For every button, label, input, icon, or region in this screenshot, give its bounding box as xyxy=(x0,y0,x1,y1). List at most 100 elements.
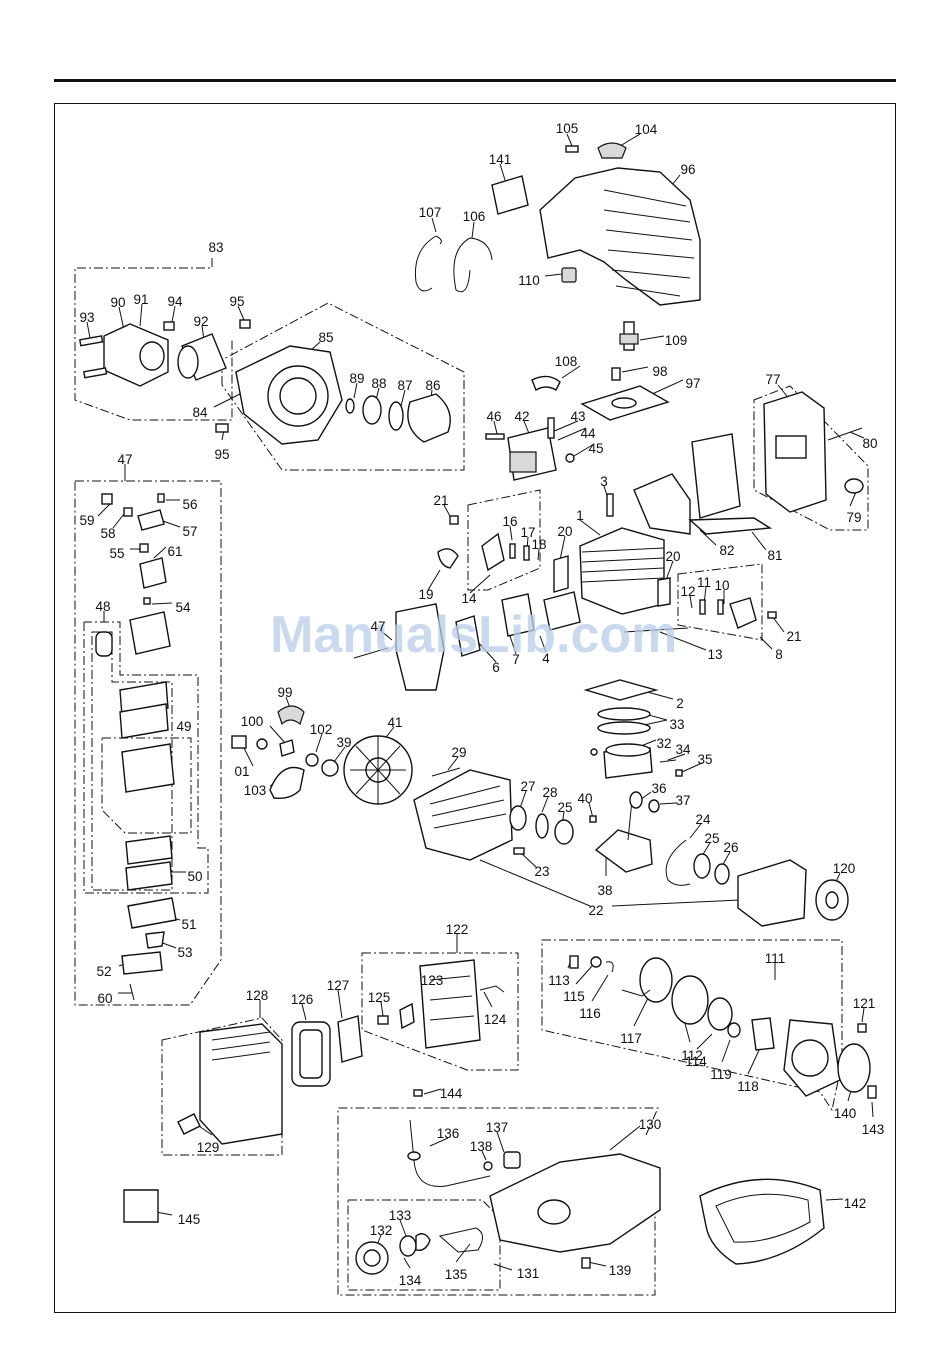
part-label-116: 116 xyxy=(579,1006,601,1021)
part-label-127: 127 xyxy=(327,978,350,993)
part-label-38: 38 xyxy=(597,883,612,898)
part-label-86: 86 xyxy=(425,378,440,393)
part-label-8: 8 xyxy=(775,647,783,662)
part-label-47: 47 xyxy=(117,452,132,467)
part-label-106: 106 xyxy=(463,209,486,224)
part-label-135: 135 xyxy=(445,1267,468,1282)
part-label-117: 117 xyxy=(620,1031,642,1046)
part-label-48: 48 xyxy=(95,599,110,614)
part-label-16: 16 xyxy=(502,514,517,529)
part-label-41: 41 xyxy=(387,715,402,730)
part-label-140: 140 xyxy=(834,1106,857,1121)
part-label-136: 136 xyxy=(437,1126,460,1141)
part-label-120: 120 xyxy=(833,861,856,876)
part-label-124: 124 xyxy=(484,1012,507,1027)
part-label-143: 143 xyxy=(862,1122,885,1137)
part-label-10: 10 xyxy=(714,578,729,593)
part-label-83: 83 xyxy=(208,240,223,255)
part-label-107: 107 xyxy=(419,205,442,220)
part-label-96: 96 xyxy=(680,162,695,177)
part-label-113: 113 xyxy=(548,973,570,988)
part-label-7: 7 xyxy=(512,652,520,667)
part-label-42: 42 xyxy=(514,409,529,424)
part-label-92: 92 xyxy=(193,314,208,329)
part-label-33: 33 xyxy=(669,717,684,732)
part-label-50: 50 xyxy=(187,869,202,884)
part-label-114: 114 xyxy=(685,1054,707,1069)
part-label-51: 51 xyxy=(181,917,196,932)
diagram-frame xyxy=(54,103,896,1313)
top-rule xyxy=(54,79,896,82)
part-label-79: 79 xyxy=(846,510,861,525)
part-label-131: 131 xyxy=(517,1266,540,1281)
part-label-91: 91 xyxy=(133,292,148,307)
part-shapes xyxy=(78,142,877,1275)
part-label-54: 54 xyxy=(175,600,191,615)
part-label-104: 104 xyxy=(635,122,658,137)
part-label-80: 80 xyxy=(862,436,877,451)
part-label-46: 46 xyxy=(486,409,501,424)
watermark: ManualsLib.com xyxy=(270,606,677,664)
part-label-61: 61 xyxy=(167,544,182,559)
part-label-24: 24 xyxy=(695,812,711,827)
part-label-36: 36 xyxy=(651,781,666,796)
part-label-121: 121 xyxy=(853,996,876,1011)
part-label-105: 105 xyxy=(556,121,579,136)
part-label-126: 126 xyxy=(291,992,314,1007)
part-label-21: 21 xyxy=(786,629,801,644)
engine-cover-shape xyxy=(539,167,701,306)
part-label-43: 43 xyxy=(570,409,585,424)
part-label-130: 130 xyxy=(639,1117,662,1132)
part-label-110: 110 xyxy=(518,273,540,288)
part-label-144: 144 xyxy=(440,1086,463,1101)
part-label-1: 1 xyxy=(576,508,584,523)
part-label-39: 39 xyxy=(336,735,351,750)
part-label-100: 100 xyxy=(241,714,264,729)
part-label-141: 141 xyxy=(489,152,512,167)
part-label-29: 29 xyxy=(451,745,466,760)
part-label-35: 35 xyxy=(697,752,712,767)
part-label-82: 82 xyxy=(719,543,734,558)
part-label-108: 108 xyxy=(555,354,578,369)
part-label-56: 56 xyxy=(182,497,197,512)
part-label-37: 37 xyxy=(675,793,690,808)
part-label-115: 115 xyxy=(563,989,585,1004)
part-label-98: 98 xyxy=(652,364,667,379)
part-label-77: 77 xyxy=(765,372,780,387)
part-label-47: 47 xyxy=(370,619,385,634)
part-label-93: 93 xyxy=(79,310,94,325)
part-label-23: 23 xyxy=(534,864,549,879)
part-label-01: 01 xyxy=(234,764,249,779)
part-label-87: 87 xyxy=(397,378,412,393)
part-label-44: 44 xyxy=(580,426,596,441)
part-label-142: 142 xyxy=(844,1196,867,1211)
part-label-97: 97 xyxy=(685,376,700,391)
part-label-118: 118 xyxy=(737,1079,759,1094)
part-label-111: 111 xyxy=(765,951,786,966)
part-label-21: 21 xyxy=(433,493,448,508)
part-label-12: 12 xyxy=(680,584,695,599)
part-label-103: 103 xyxy=(244,783,267,798)
part-label-85: 85 xyxy=(318,330,333,345)
part-label-58: 58 xyxy=(100,526,115,541)
part-label-137: 137 xyxy=(486,1120,509,1135)
part-label-128: 128 xyxy=(246,988,269,1003)
part-label-53: 53 xyxy=(177,945,192,960)
part-label-109: 109 xyxy=(665,333,688,348)
part-label-52: 52 xyxy=(96,964,111,979)
part-label-22: 22 xyxy=(588,903,603,918)
part-label-95: 95 xyxy=(229,294,244,309)
part-label-45: 45 xyxy=(588,441,603,456)
part-label-102: 102 xyxy=(310,722,333,737)
part-label-13: 13 xyxy=(707,647,722,662)
part-label-32: 32 xyxy=(656,736,671,751)
part-label-145: 145 xyxy=(178,1212,201,1227)
part-label-20: 20 xyxy=(557,524,572,539)
part-label-138: 138 xyxy=(470,1139,493,1154)
part-label-19: 19 xyxy=(418,587,433,602)
part-label-125: 125 xyxy=(368,990,391,1005)
part-label-94: 94 xyxy=(167,294,183,309)
part-label-17: 17 xyxy=(520,525,535,540)
part-label-57: 57 xyxy=(182,524,197,539)
part-label-81: 81 xyxy=(767,548,782,563)
